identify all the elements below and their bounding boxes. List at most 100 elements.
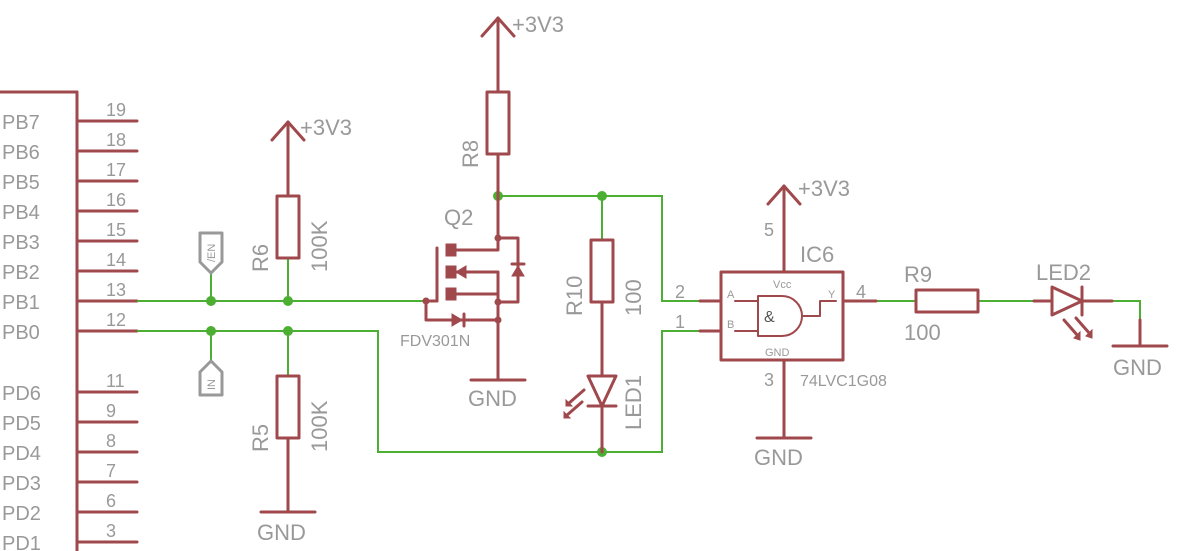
connector-pin-name: PD1 [2, 533, 41, 551]
r9-body [914, 288, 980, 314]
junction-dot [597, 191, 607, 201]
r6-supply-label: +3V3 [300, 115, 352, 140]
ic6-gate-symbol: & [764, 309, 775, 326]
r9-value: 100 [904, 320, 941, 345]
connector-pin-number: 7 [106, 461, 116, 481]
junction-dot [283, 296, 293, 306]
r5: GND R5 100K [248, 374, 332, 545]
r8: +3V3 R8 [458, 12, 564, 198]
in-flag: IN [198, 359, 224, 397]
connector-pin-name: PB1 [2, 292, 40, 314]
q2-gate-diode [451, 313, 463, 327]
led2-triangle [1050, 285, 1084, 317]
r9: R9 100 [904, 262, 980, 345]
connector-pin-number: 18 [106, 130, 126, 150]
connector-pin-row: PB6 18 [2, 130, 139, 164]
junction-dot [206, 326, 216, 336]
connector-pin-number: 17 [106, 160, 126, 180]
wire-drain-net [498, 195, 721, 302]
led1-ray-head [565, 398, 574, 407]
connector-pin-name: PB4 [2, 202, 40, 224]
ic6-gnd-pin-label: GND [765, 347, 790, 359]
q2: Q2 FDV301N GND [400, 194, 527, 411]
r9-name: R9 [904, 262, 932, 287]
r6: +3V3 R6 100K [248, 115, 352, 272]
en-flag-label: /EN [206, 244, 218, 262]
connector-pin-number: 19 [106, 100, 126, 120]
connector-pin-number: 6 [106, 491, 116, 511]
led2-ray [1062, 318, 1080, 338]
connector-pin-number: 11 [106, 371, 125, 391]
r8-supply-label: +3V3 [512, 12, 564, 37]
r5-name: R5 [248, 424, 273, 452]
r5-body [275, 374, 301, 440]
ic6: +3V3 5 IC6 GND 2 1 4 3 A B Y Vcc GND & 7… [675, 176, 887, 470]
ic6-pin-y-label: Y [828, 289, 836, 301]
led1-name: LED1 [621, 375, 646, 430]
led2-gnd-label: GND [1113, 355, 1162, 380]
wire-led2-gnd [1112, 300, 1141, 320]
led1-ray [564, 400, 584, 418]
ic6-part: 74LVC1G08 [800, 373, 887, 390]
connector-pin-number: 3 [106, 521, 116, 541]
connector-pin-name: PB0 [2, 322, 40, 344]
ic6-gate-out [801, 300, 837, 317]
connector-pin-name: PD3 [2, 473, 41, 495]
led1-ray-head [563, 410, 572, 419]
ic6-name: IC6 [800, 242, 834, 267]
connector-pin-number: 15 [106, 220, 126, 240]
connector-pin-row: PB2 14 [2, 250, 139, 284]
connector-pin-row: PD6 11 [2, 371, 139, 405]
q2-name: Q2 [444, 205, 473, 230]
connector-pin-number: 12 [106, 310, 126, 330]
connector-pin-rows: PB719PB618PB517PB416PB315PB214PB113PB012… [2, 100, 139, 551]
q2-pad [494, 234, 502, 242]
connector-pin-name: PD6 [2, 383, 41, 405]
connector-pin-row: PB0 12 [2, 310, 139, 344]
r5-gnd-label: GND [257, 520, 306, 545]
connector-pin-name: PD2 [2, 503, 41, 525]
ic6-vcc-label: Vcc [773, 279, 792, 291]
connector-pin-row: PB3 15 [2, 220, 139, 254]
q2-part: FDV301N [400, 333, 470, 350]
led1: LED1 [563, 374, 646, 454]
led1-ray [566, 388, 586, 406]
r10-name: R10 [562, 276, 587, 316]
q2-arrow [455, 265, 467, 279]
ic6-gate-shape [757, 295, 803, 337]
ic6-body [719, 270, 845, 362]
q2-source [454, 270, 500, 296]
connector: PB719PB618PB517PB416PB315PB214PB113PB012… [0, 90, 139, 551]
ic6-gnd-label: GND [754, 445, 803, 470]
in-flag-shape [198, 359, 224, 397]
led2-ray [1074, 316, 1092, 336]
en-flag: /EN [198, 231, 224, 275]
q2-gate-diode-line [424, 299, 500, 322]
connector-pin-number: 8 [106, 431, 116, 451]
connector-pin-name: PB5 [2, 172, 40, 194]
junction-dot [206, 296, 216, 306]
q2-pad [494, 316, 502, 324]
connector-pin-name: PD4 [2, 443, 41, 465]
connector-pin-number: 14 [106, 250, 126, 270]
connector-pin-name: PB6 [2, 142, 40, 164]
q2-diode-frame [496, 236, 520, 304]
connector-pin-row: PD2 6 [2, 491, 139, 525]
led2-ray-head [1073, 330, 1081, 341]
connector-pin-row: PD4 8 [2, 431, 139, 465]
connector-pin-row: PB5 17 [2, 160, 139, 194]
junction-dot [283, 326, 293, 336]
ic6-pin-a-label: A [727, 289, 735, 301]
ic6-pin-b-label: B [727, 319, 734, 331]
ic6-pin-vcc-num: 5 [764, 220, 774, 240]
wire-pb0 [137, 330, 721, 453]
ic6-pin-b-num: 1 [675, 312, 685, 332]
r5-value: 100K [307, 400, 332, 452]
connector-pin-name: PB3 [2, 232, 40, 254]
q2-diode [511, 265, 525, 277]
q2-pad [422, 297, 430, 305]
connector-pin-name: PB2 [2, 262, 40, 284]
led1-triangle [586, 374, 618, 408]
